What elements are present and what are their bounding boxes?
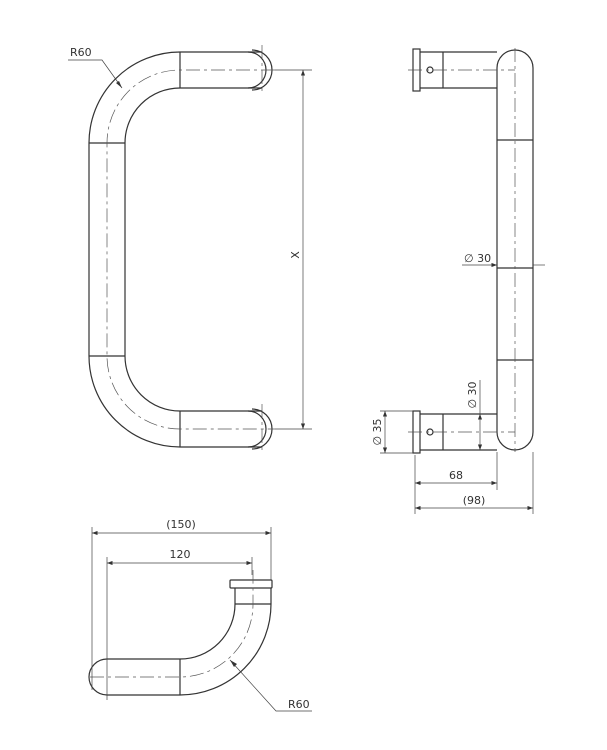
r60-leader-bottom: [229, 659, 312, 712]
standoff-label: 68: [449, 469, 463, 482]
front-view: X R60: [68, 45, 312, 454]
stub-diameter-label: ∅ 30: [466, 381, 479, 408]
side-view: ∅ 30 ∅ 30 ∅ 35 68 (98): [371, 48, 545, 514]
tube-diameter-label: ∅ 30: [464, 252, 491, 265]
top-view-outline: [88, 588, 272, 696]
length-label: X: [289, 251, 302, 259]
top-view-centerline: [90, 570, 254, 678]
bend-radius-label: R60: [70, 46, 92, 59]
top-view: (150) 120 R60: [88, 518, 312, 712]
top-view-seams: [179, 603, 271, 695]
center-width-label: 120: [170, 548, 191, 561]
top-view-flange: [229, 579, 273, 589]
handle-outline: [88, 51, 262, 448]
centerline: [106, 45, 275, 454]
overall-width-label: (150): [166, 518, 196, 531]
flange-diameter-label: ∅ 35: [371, 418, 384, 445]
bottom-bend-radius-label: R60: [288, 698, 310, 711]
x-extension-lines: [275, 69, 312, 430]
r60-leader: [68, 59, 123, 89]
top-stud: [408, 48, 515, 92]
overall-depth-label: (98): [463, 494, 486, 507]
bottom-stud: [408, 410, 515, 454]
